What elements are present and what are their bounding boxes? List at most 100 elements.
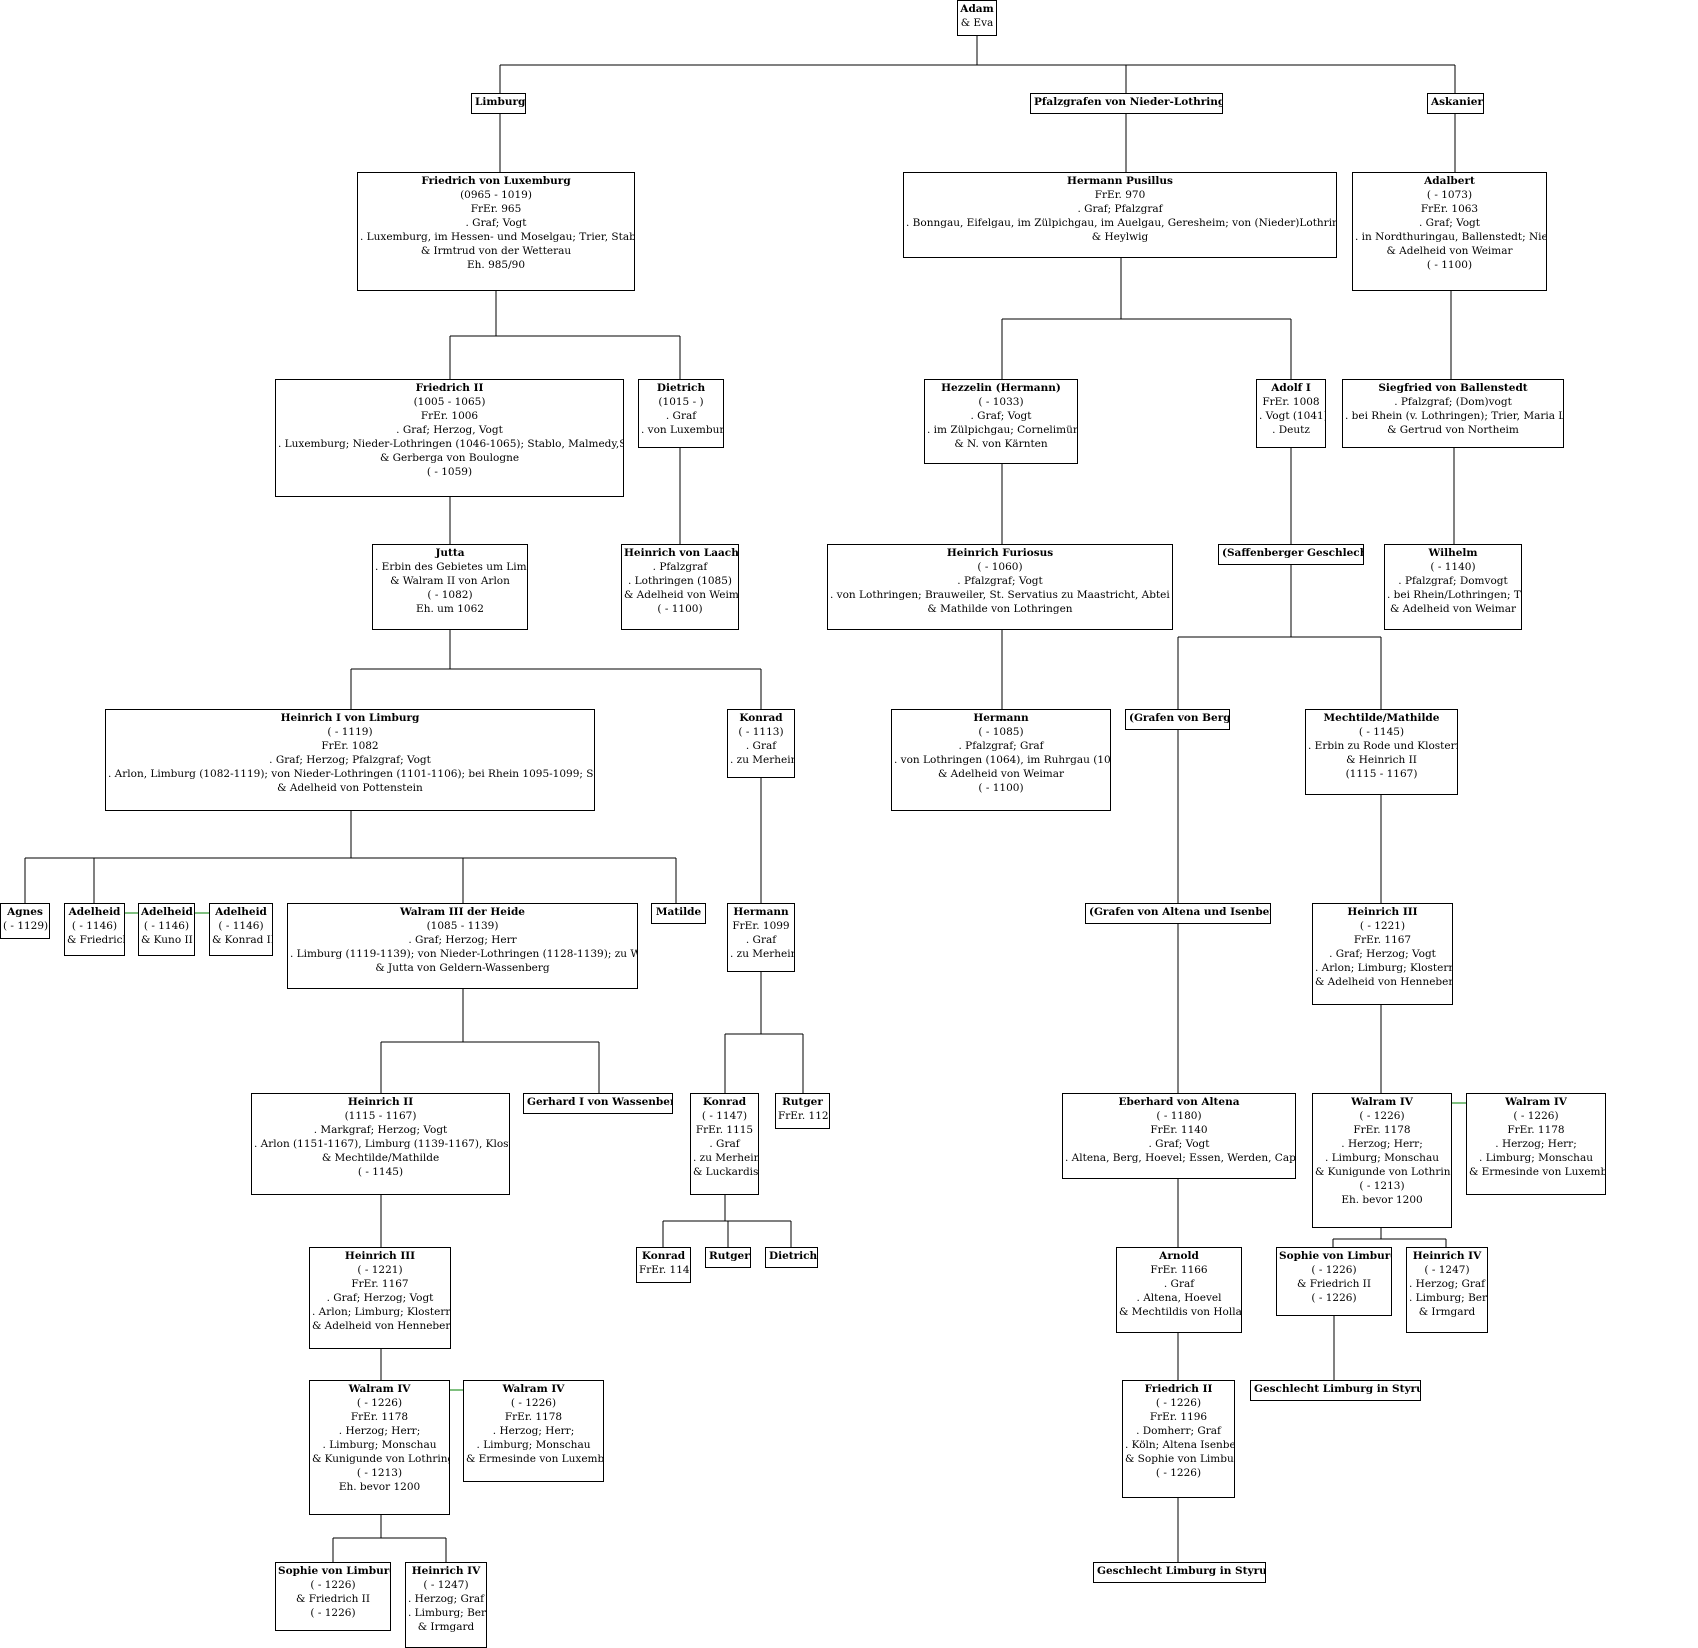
person-name: (Grafen von Berg) — [1129, 712, 1230, 724]
person-node-geschlecht-styrum-r[interactable]: Geschlecht Limburg in Styrum — [1250, 1380, 1421, 1401]
person-node-wilhelm[interactable]: Wilhelm( - 1140). Pfalzgraf; Domvogt. be… — [1384, 544, 1522, 630]
person-detail: . Graf — [745, 934, 777, 946]
person-detail: FrEr. 1063 — [1420, 203, 1479, 215]
person-node-hermann-b[interactable]: Hermann( - 1085). Pfalzgraf; Graf. von L… — [891, 709, 1111, 811]
person-node-limburg[interactable]: Limburg — [471, 93, 526, 114]
person-node-adelheid2[interactable]: Adelheid( - 1146)& Kuno II — [138, 903, 195, 956]
person-node-adam[interactable]: Adam & Eva — [957, 0, 997, 36]
person-detail: . von Lothringen (1064), im Ruhrgau (106… — [894, 754, 1111, 766]
person-detail: ( - 1247) — [1424, 1264, 1470, 1276]
person-detail: . Graf; Vogt — [1419, 217, 1480, 229]
person-detail: FrEr. 1178 — [1507, 1124, 1565, 1136]
person-node-pfalzgrafen[interactable]: Pfalzgrafen von Nieder-Lothringen — [1030, 93, 1223, 114]
person-node-jutta[interactable]: Jutta. Erbin des Gebietes um Limburg& Wa… — [372, 544, 528, 630]
person-name: Adam — [960, 3, 994, 15]
person-node-matilde[interactable]: Matilde — [651, 903, 706, 924]
person-node-heinrich2-l[interactable]: Heinrich II(1115 - 1167). Markgraf; Herz… — [251, 1093, 510, 1195]
person-detail: (1115 - 1167) — [1345, 768, 1418, 780]
person-node-mechtilde[interactable]: Mechtilde/Mathilde( - 1145). Erbin zu Ro… — [1305, 709, 1458, 795]
person-node-heinrich-furiosus[interactable]: Heinrich Furiosus( - 1060). Pfalzgraf; V… — [827, 544, 1173, 630]
person-detail: & Heylwig — [1091, 231, 1149, 243]
person-node-friedrich2[interactable]: Friedrich II(1005 - 1065)FrEr. 1006. Gra… — [275, 379, 624, 497]
person-node-walram4-r[interactable]: Walram IV( - 1226)FrEr. 1178. Herzog; He… — [1312, 1093, 1452, 1228]
person-node-walram4-l2[interactable]: Walram IV( - 1226)FrEr. 1178. Herzog; He… — [463, 1380, 604, 1482]
person-detail: ( - 1226) — [1155, 1467, 1202, 1479]
person-node-sophie-l[interactable]: Sophie von Limburg( - 1226)& Friedrich I… — [275, 1562, 391, 1631]
person-node-dietrich[interactable]: Dietrich(1015 - ). Graf. von Luxemburg — [638, 379, 724, 448]
person-name: Heinrich III — [344, 1250, 416, 1262]
person-detail: (1015 - ) — [658, 396, 704, 408]
person-node-heinrich1-limburg[interactable]: Heinrich I von Limburg( - 1119)FrEr. 108… — [105, 709, 595, 811]
person-detail: . Erbin zu Rode und Klosterrath — [1308, 740, 1457, 752]
person-detail: . Herzog; Herr; — [492, 1425, 575, 1437]
person-node-siegfried[interactable]: Siegfried von Ballenstedt. Pfalzgraf; (D… — [1342, 379, 1564, 448]
person-detail: FrEr. 1178 — [504, 1411, 563, 1423]
person-node-heinrich-laach[interactable]: Heinrich von Laach. Pfalzgraf. Lothringe… — [621, 544, 739, 630]
person-node-heinrich4-r[interactable]: Heinrich IV( - 1247). Herzog; Graf. Limb… — [1406, 1247, 1488, 1333]
person-detail: ( - 1119) — [327, 726, 373, 738]
person-node-friedrich-lux[interactable]: Friedrich von Luxemburg(0965 - 1019)FrEr… — [357, 172, 635, 291]
person-name: Heinrich II — [347, 1096, 414, 1108]
person-node-hezzelin[interactable]: Hezzelin (Hermann)( - 1033). Graf; Vogt.… — [924, 379, 1078, 464]
person-detail: & Adelheid von Weimar — [1389, 603, 1517, 615]
person-detail: . Pfalzgraf; Domvogt — [1398, 575, 1508, 587]
person-detail: . Graf; Herzog; Pfalzgraf; Vogt — [269, 754, 431, 766]
person-detail: (0965 - 1019) — [460, 189, 532, 201]
person-detail: (1085 - 1139) — [426, 920, 499, 932]
person-detail: FrEr. 965 — [470, 203, 522, 215]
person-detail: . von Luxemburg — [641, 424, 724, 436]
person-node-gerhard[interactable]: Gerhard I von Wassenberg — [523, 1093, 673, 1114]
person-node-friedrich2-r[interactable]: Friedrich II( - 1226)FrEr. 1196. Domherr… — [1122, 1380, 1235, 1498]
person-node-walram4-l[interactable]: Walram IV( - 1226)FrEr. 1178. Herzog; He… — [309, 1380, 450, 1515]
person-detail: . Graf — [1163, 1278, 1195, 1290]
person-detail: & Eva — [960, 17, 994, 29]
person-node-heinrich4-l[interactable]: Heinrich IV( - 1247). Herzog; Graf. Limb… — [405, 1562, 487, 1648]
person-detail: & Sophie von Limburg — [1125, 1453, 1235, 1465]
person-detail: & Adelheid von Pottenstein — [277, 782, 423, 794]
person-node-adalbert[interactable]: Adalbert( - 1073)FrEr. 1063. Graf; Vogt.… — [1352, 172, 1547, 291]
person-detail: & Ermesinde von Luxemburg — [1469, 1166, 1606, 1178]
person-detail: & Irmtrud von der Wetterau — [420, 245, 572, 257]
person-node-konrad-b[interactable]: Konrad( - 1147)FrEr. 1115. Graf. zu Merh… — [690, 1093, 759, 1195]
person-node-grafen-berg[interactable]: (Grafen von Berg) — [1125, 709, 1230, 730]
person-node-konrad-a[interactable]: Konrad( - 1113). Graf. zu Merheim — [727, 709, 795, 778]
person-detail: . Altena, Berg, Hoevel; Essen, Werden, C… — [1065, 1152, 1296, 1164]
person-node-adelheid1[interactable]: Adelheid( - 1146)& Friedrich — [64, 903, 125, 956]
person-node-heinrich3-l[interactable]: Heinrich III( - 1221)FrEr. 1167. Graf; H… — [309, 1247, 451, 1349]
person-node-askanier[interactable]: Askanier — [1427, 93, 1484, 114]
person-detail: . Lothringen (1085) — [627, 575, 733, 587]
person-node-saffenberger[interactable]: (Saffenberger Geschlecht) — [1218, 544, 1364, 565]
person-detail: ( - 1145) — [357, 1166, 404, 1178]
person-node-rutger-b[interactable]: Rutger — [705, 1247, 751, 1268]
person-detail: . Limburg; Monschau — [1325, 1152, 1439, 1164]
person-detail: Eh. bevor 1200 — [338, 1481, 421, 1493]
person-node-heinrich3-r[interactable]: Heinrich III( - 1221)FrEr. 1167. Graf; H… — [1312, 903, 1453, 1005]
person-node-grafen-altena[interactable]: (Grafen von Altena und Isenberg) — [1085, 903, 1271, 924]
person-detail: ( - 1082) — [427, 589, 473, 601]
person-detail: & Adelheid von Henneberg — [312, 1320, 451, 1332]
person-node-adelheid3[interactable]: Adelheid( - 1146)& Konrad II — [209, 903, 273, 956]
person-name: Hermann Pusillus — [1067, 175, 1173, 187]
person-name: Geschlecht Limburg in Styrum — [1097, 1565, 1266, 1577]
person-node-walram3[interactable]: Walram III der Heide(1085 - 1139). Graf;… — [287, 903, 638, 989]
person-name: Walram IV — [1351, 1096, 1413, 1108]
person-detail: & Jutta von Geldern-Wassenberg — [375, 962, 550, 974]
person-node-dietrich-b[interactable]: Dietrich — [765, 1247, 818, 1268]
person-node-agnes[interactable]: Agnes( - 1129) — [0, 903, 50, 939]
person-node-walram4-r2[interactable]: Walram IV( - 1226)FrEr. 1178. Herzog; He… — [1466, 1093, 1606, 1195]
person-detail: . Herzog; Herr; — [1495, 1138, 1577, 1150]
person-detail: . Arlon, Limburg (1082-1119); von Nieder… — [108, 768, 594, 780]
person-node-geschlecht-styrum-c[interactable]: Geschlecht Limburg in Styrum — [1093, 1562, 1266, 1583]
person-node-sophie-r[interactable]: Sophie von Limburg( - 1226)& Friedrich I… — [1276, 1247, 1392, 1316]
person-detail: ( - 1129) — [3, 920, 49, 932]
person-node-eberhard[interactable]: Eberhard von Altena( - 1180)FrEr. 1140. … — [1062, 1093, 1296, 1179]
person-detail: FrEr. 1167 — [1353, 934, 1412, 946]
person-detail: . Markgraf; Herzog; Vogt — [313, 1124, 448, 1136]
person-detail: . Pfalzgraf; Vogt — [957, 575, 1043, 587]
